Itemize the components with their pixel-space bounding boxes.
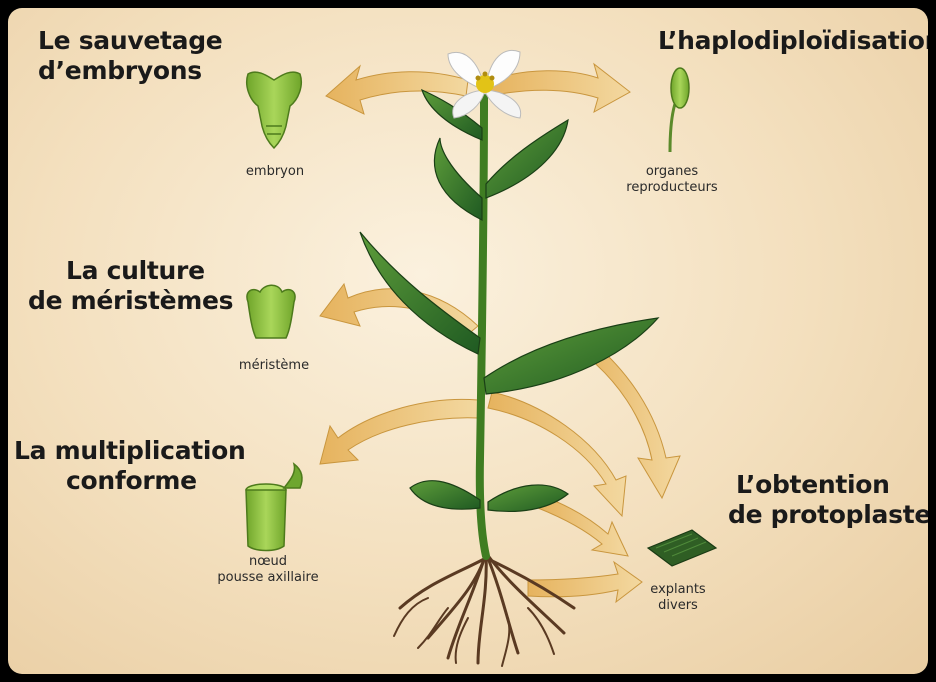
- embryo-icon: [247, 72, 302, 148]
- reproductive-organ-icon: [670, 68, 689, 152]
- heading-line: La culture: [28, 256, 233, 286]
- label-line: embryon: [240, 164, 310, 180]
- label-line: divers: [638, 598, 718, 614]
- label-line: pousse axillaire: [208, 570, 328, 586]
- heading-haplodiploidisation: L’haplodiploïdisation: [658, 26, 928, 56]
- heading-line: L’obtention: [728, 470, 928, 500]
- label-line: nœud: [208, 554, 328, 570]
- heading-line: conforme: [14, 466, 246, 496]
- leaf-upper-left: [434, 138, 482, 220]
- leaves: [360, 90, 658, 511]
- label-embryo: embryon: [240, 164, 310, 180]
- arrow-to-multiplication: [320, 399, 478, 464]
- roots-icon: [394, 553, 574, 666]
- plant-illustration: [8, 8, 928, 674]
- heading-meristem-culture: La culture de méristèmes: [28, 256, 233, 316]
- heading-line: La multiplication: [14, 436, 246, 466]
- leaf-upper-right: [486, 120, 568, 198]
- diagram-canvas: Le sauvetage d’embryons L’haplodiploïdis…: [8, 8, 928, 674]
- heading-line: L’haplodiploïdisation: [658, 26, 928, 56]
- heading-embryo-rescue: Le sauvetage d’embryons: [38, 26, 222, 86]
- label-explants: explants divers: [638, 582, 718, 614]
- stem-node-icon: [246, 464, 302, 551]
- heading-line: d’embryons: [38, 56, 222, 86]
- heading-protoplasts: L’obtention de protoplastes: [728, 470, 928, 530]
- label-line: explants: [638, 582, 718, 598]
- explant-tissue-icon: [648, 530, 716, 566]
- heading-line: de méristèmes: [28, 286, 233, 316]
- plant-stem: [480, 98, 486, 556]
- label-line: reproducteurs: [612, 180, 732, 196]
- label-reproductive-organs: organes reproducteurs: [612, 164, 732, 196]
- heading-line: Le sauvetage: [38, 26, 222, 56]
- arrow-to-protoplast-4: [528, 562, 642, 602]
- label-node-axillary-shoot: nœud pousse axillaire: [208, 554, 328, 586]
- leaf-lower-left: [410, 481, 480, 509]
- label-line: organes: [612, 164, 732, 180]
- leaf-mid-right: [484, 318, 658, 394]
- label-line: méristème: [230, 358, 318, 374]
- label-meristem: méristème: [230, 358, 318, 374]
- meristem-icon: [247, 285, 295, 338]
- heading-line: de protoplastes: [728, 500, 928, 530]
- heading-clonal-multiplication: La multiplication conforme: [14, 436, 246, 496]
